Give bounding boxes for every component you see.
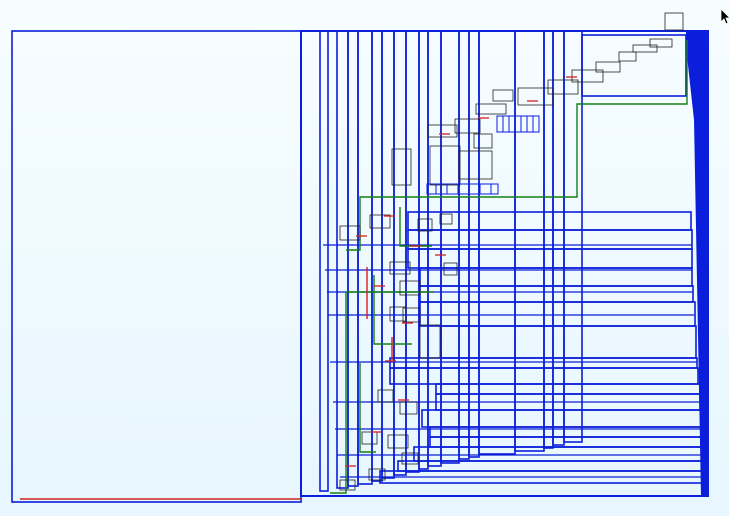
- green-connections: [330, 40, 688, 494]
- right-stacked-blocks[interactable]: [379, 211, 707, 484]
- red-links: [20, 267, 393, 500]
- cursor-arrow-icon: [720, 8, 729, 25]
- top-node-cluster[interactable]: [339, 12, 684, 491]
- dense-right-edge: [686, 31, 708, 496]
- red-ticks: [345, 76, 577, 467]
- inner-separators: [323, 244, 706, 478]
- ladder-details: [426, 115, 540, 195]
